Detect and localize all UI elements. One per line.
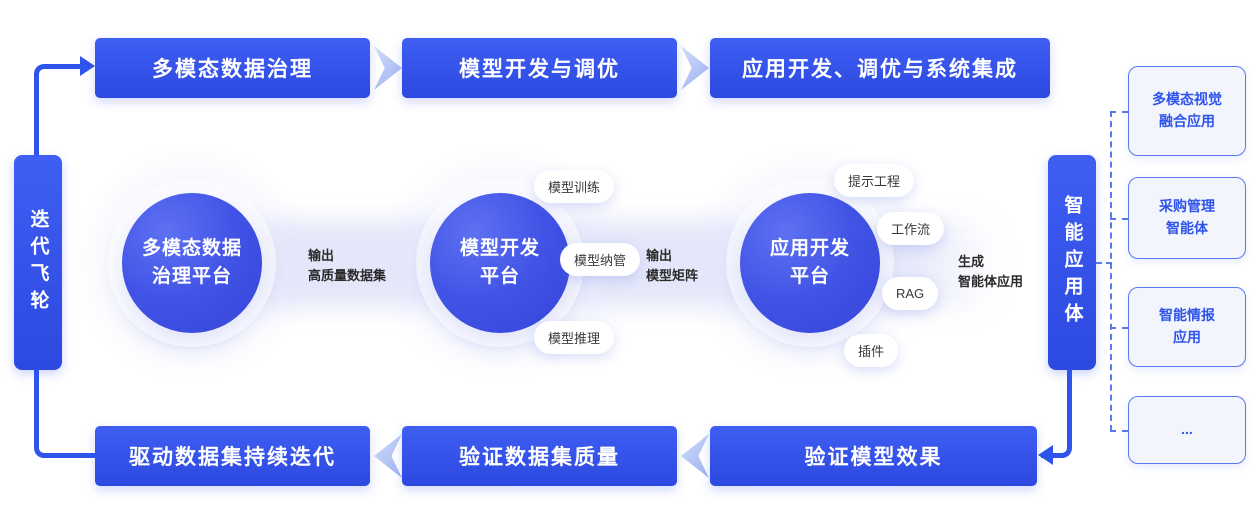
bottom-step-label: 驱动数据集持续迭代 (129, 446, 336, 469)
chevron-left-icon (681, 434, 709, 478)
connector-line-bottom-right (1041, 370, 1072, 458)
top-step-label: 模型开发与调优 (459, 58, 620, 81)
app-box-line: 融合应用 (1159, 113, 1215, 129)
iteration-flywheel-bar: 迭代飞轮 (14, 155, 62, 370)
platform-title-line: 平台 (789, 266, 830, 287)
dashed-connector-stub (1110, 111, 1128, 113)
satellite-pill-model-training: 模型训练 (534, 170, 615, 203)
application-box-multimodal-vision: 多模态视觉 融合应用 (1128, 66, 1246, 156)
top-step-label: 应用开发、调优与系统集成 (742, 58, 1018, 81)
platform-circle-model-development: 模型开发 平台 (430, 193, 570, 333)
platform-output-label: 输出 高质量数据集 (308, 246, 386, 286)
output-line: 模型矩阵 (646, 268, 699, 284)
arrowhead-right-icon (80, 56, 95, 76)
satellite-pill-rag: RAG (882, 277, 939, 310)
satellite-pill-model-management: 模型纳管 (560, 243, 641, 276)
platform-circle-app-development: 应用开发 平台 (740, 193, 880, 333)
output-line: 智能体应用 (958, 274, 1024, 290)
output-line: 生成 (958, 254, 985, 269)
satellite-pill-model-inference: 模型推理 (534, 321, 615, 354)
top-step-label: 多模态数据治理 (152, 58, 313, 81)
platform-title-line: 多模态数据 (141, 238, 242, 260)
platform-circle-data-governance: 多模态数据 治理平台 (122, 193, 262, 333)
platform-title-line: 治理平台 (151, 266, 232, 287)
platform-title-line: 平台 (479, 266, 520, 287)
app-box-line: 智能情报 (1159, 307, 1215, 324)
app-box-line: 多模态视觉 (1152, 91, 1222, 108)
intelligent-application-label: 智能应用体 (1061, 195, 1083, 330)
dashed-connector-stub (1096, 262, 1112, 264)
application-box-procurement-agent: 采购管理 智能体 (1128, 177, 1246, 259)
top-step-model-development: 模型开发与调优 (402, 38, 677, 98)
output-line: 输出 (308, 248, 335, 263)
dashed-connector-stub (1110, 327, 1128, 329)
chevron-right-icon (374, 46, 402, 90)
output-line: 高质量数据集 (308, 268, 387, 284)
dashed-connector-stub (1110, 218, 1128, 220)
bottom-step-label: 验证数据集质量 (459, 446, 620, 469)
satellite-pill-workflow: 工作流 (877, 212, 945, 245)
platform-output-label: 输出 模型矩阵 (646, 246, 698, 286)
chevron-right-icon (681, 46, 709, 90)
application-box-intelligence: 智能情报 应用 (1128, 287, 1246, 367)
app-box-line: 应用 (1173, 329, 1201, 345)
connector-line-bottom-left (34, 370, 95, 458)
bottom-step-validate-model: 验证模型效果 (710, 426, 1037, 486)
app-box-line: ... (1181, 421, 1193, 438)
arrowhead-left-icon (1038, 445, 1053, 465)
bottom-step-drive-iteration: 驱动数据集持续迭代 (95, 426, 370, 486)
bottom-step-validate-dataset: 验证数据集质量 (402, 426, 677, 486)
platform-output-label: 生成 智能体应用 (958, 252, 1023, 292)
app-box-line: 采购管理 (1159, 198, 1215, 215)
dashed-connector-stub (1110, 430, 1128, 432)
output-line: 输出 (646, 248, 673, 263)
app-box-line: 智能体 (1166, 220, 1208, 236)
satellite-pill-prompt-engineering: 提示工程 (834, 164, 915, 197)
top-step-data-governance: 多模态数据治理 (95, 38, 370, 98)
dashed-connector-vertical (1110, 111, 1112, 431)
platform-title-line: 应用开发 (769, 238, 850, 260)
intelligent-application-bar: 智能应用体 (1048, 155, 1096, 370)
platform-title-line: 模型开发 (459, 238, 540, 260)
iteration-flywheel-label: 迭代飞轮 (27, 208, 49, 317)
bottom-step-label: 验证模型效果 (804, 446, 943, 469)
top-step-app-integration: 应用开发、调优与系统集成 (710, 38, 1050, 98)
application-box-more: ... (1128, 396, 1246, 464)
satellite-pill-plugin: 插件 (844, 334, 899, 367)
connector-line-top-left (34, 64, 84, 159)
chevron-left-icon (374, 434, 402, 478)
